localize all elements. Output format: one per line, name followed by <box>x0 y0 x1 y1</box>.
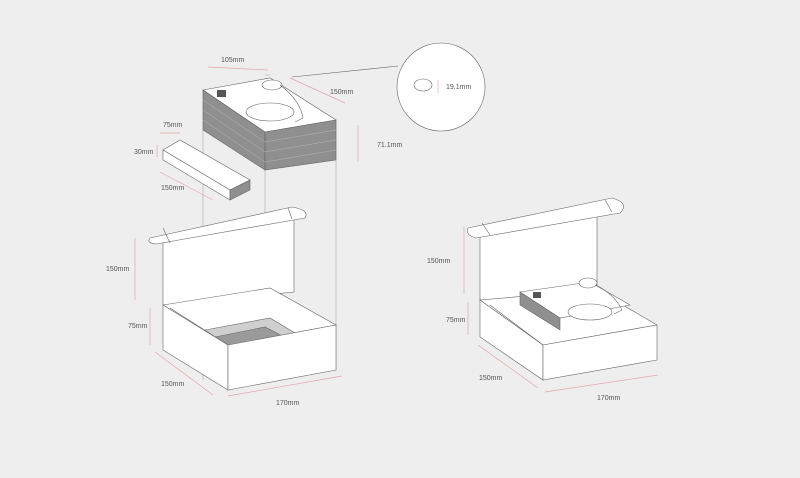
assembled-qr-mark <box>533 292 541 298</box>
outer-box-lid <box>148 206 307 306</box>
tonearm <box>279 84 304 123</box>
label-assembled-lid-height: 150mm <box>427 258 451 265</box>
label-insert-length: 150mm <box>161 185 185 192</box>
record-platter <box>245 102 295 122</box>
label-insert-width: 75mm <box>163 122 183 129</box>
label-outer-height: 75mm <box>128 323 148 330</box>
dimension-lines-exploded <box>134 66 359 397</box>
label-record-box-height: 71.1mm <box>377 142 402 149</box>
label-knob-size: 19.1mm <box>446 84 471 91</box>
label-outer-lid-height: 150mm <box>106 266 130 273</box>
assembled-tonearm-base <box>578 277 598 289</box>
outer-box-tray <box>162 287 337 391</box>
assembled-box <box>467 197 658 381</box>
insert-block <box>162 139 251 201</box>
tonearm-base <box>261 79 283 91</box>
label-insert-height: 30mm <box>134 149 154 156</box>
assembled-record-platter <box>567 303 613 321</box>
detail-callout <box>291 42 486 132</box>
label-assembled-depth: 150mm <box>479 375 503 382</box>
dimension-lines-assembled <box>463 226 659 393</box>
qr-mark <box>217 90 226 97</box>
label-assembled-width: 170mm <box>597 395 621 402</box>
label-record-box-depth: 150mm <box>330 89 354 96</box>
label-outer-width: 170mm <box>276 400 300 407</box>
label-record-box-width: 105mm <box>221 57 245 64</box>
label-assembled-height: 75mm <box>446 317 466 324</box>
player-box <box>202 77 337 171</box>
assembled-tonearm <box>595 284 623 315</box>
label-outer-depth: 150mm <box>161 381 185 388</box>
